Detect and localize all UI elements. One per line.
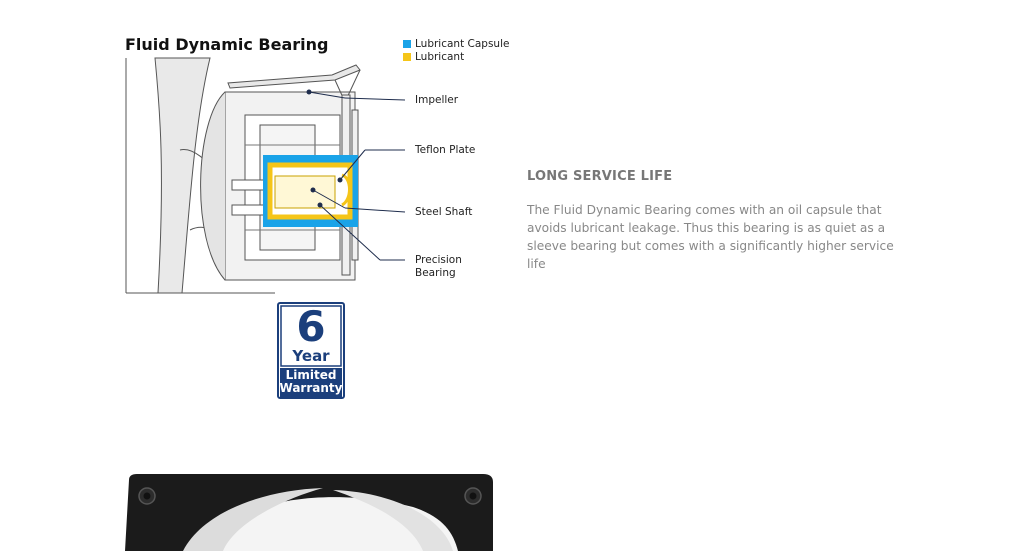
warranty-text: Limited Warranty (277, 369, 345, 395)
callout-precision-line2: Bearing (415, 267, 456, 279)
legend-item-lubricant: Lubricant (403, 50, 509, 63)
legend-swatch-blue (403, 39, 411, 48)
feature-heading: LONG SERVICE LIFE (527, 169, 673, 184)
warranty-line1: Limited (285, 368, 337, 382)
callout-teflon-plate: Teflon Plate (415, 144, 476, 156)
legend-label: Lubricant Capsule (415, 37, 510, 50)
warranty-line2: Warranty (279, 381, 343, 395)
legend-swatch-yellow (403, 52, 411, 61)
diagram-legend: Lubricant Capsule Lubricant (403, 37, 509, 63)
warranty-year-label: Year (292, 347, 330, 365)
warranty-badge-frame (277, 302, 345, 399)
legend-label: Lubricant (415, 50, 465, 63)
diagram-title: Fluid Dynamic Bearing (125, 35, 329, 54)
legend-item-capsule: Lubricant Capsule (403, 37, 509, 50)
callout-impeller: Impeller (415, 94, 459, 106)
fluid-dynamic-bearing-diagram: Fluid Dynamic Bearing Lubricant Capsule … (120, 30, 510, 295)
feature-description: The Fluid Dynamic Bearing comes with an … (527, 203, 894, 271)
callout-precision-line1: Precision (415, 254, 462, 266)
callout-precision-bearing: Precision Bearing (415, 254, 462, 280)
fan-illustration (125, 474, 493, 551)
warranty-badge: 6 Year Limited Warranty (277, 302, 345, 399)
fan-product-image (123, 472, 497, 551)
bearing-cutaway-illustration (125, 57, 406, 294)
callout-steel-shaft: Steel Shaft (415, 206, 473, 218)
warranty-years: 6 (296, 302, 326, 351)
